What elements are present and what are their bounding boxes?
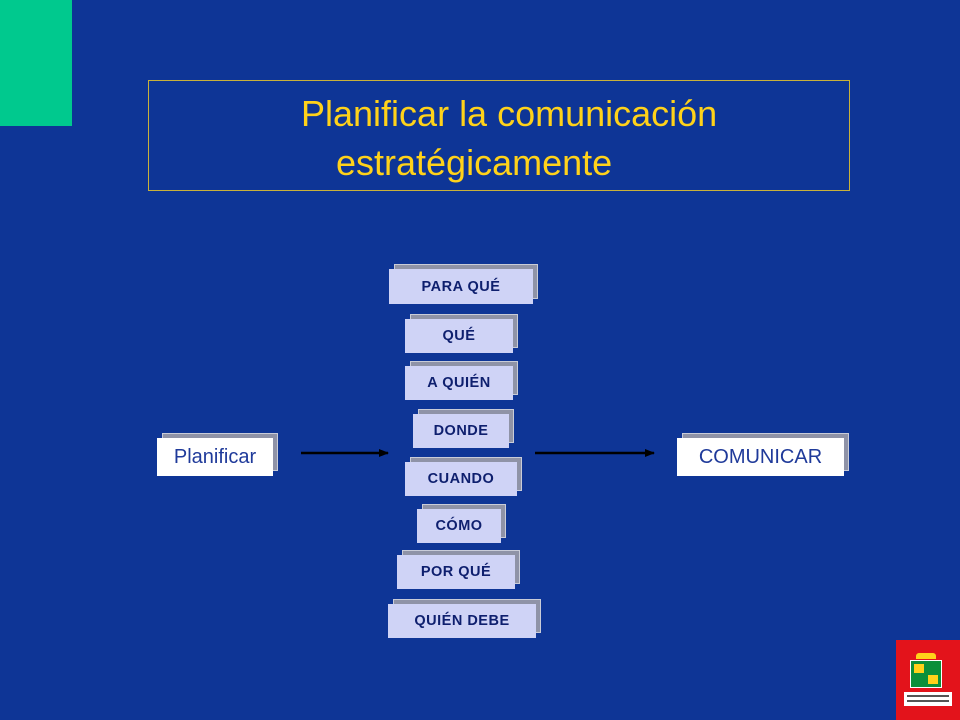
comunicar-box: COMUNICAR: [677, 433, 849, 476]
question-label: QUÉ: [405, 319, 513, 353]
question-box-que: QUÉ: [405, 314, 518, 353]
question-box-como: CÓMO: [417, 504, 506, 543]
question-box-por-que: POR QUÉ: [397, 550, 520, 589]
slide-title-line-2: estratégicamente: [336, 142, 613, 183]
question-box-quien-debe: QUIÉN DEBE: [388, 599, 541, 638]
shield-icon: [910, 660, 942, 688]
question-label: QUIÉN DEBE: [388, 604, 536, 638]
gobierno-vasco-logo: [896, 640, 960, 720]
planificar-label: Planificar: [157, 438, 273, 476]
question-label: PARA QUÉ: [389, 269, 533, 304]
question-box-a-quien: A QUIÉN: [405, 361, 518, 400]
question-label: CUANDO: [405, 462, 517, 496]
slide-title-line-1: Planificar la comunicación: [301, 93, 718, 134]
question-label: POR QUÉ: [397, 555, 515, 589]
question-label: DONDE: [413, 414, 509, 448]
question-label: CÓMO: [417, 509, 501, 543]
crown-icon: [916, 653, 936, 659]
title-frame: [148, 80, 850, 191]
question-label: A QUIÉN: [405, 366, 513, 400]
comunicar-label: COMUNICAR: [677, 438, 844, 476]
question-box-donde: DONDE: [413, 409, 514, 448]
question-box-para-que: PARA QUÉ: [389, 264, 538, 304]
green-accent-block: [0, 0, 72, 126]
question-box-cuando: CUANDO: [405, 457, 522, 496]
logo-caption: [904, 692, 952, 706]
planificar-box: Planificar: [157, 433, 278, 476]
